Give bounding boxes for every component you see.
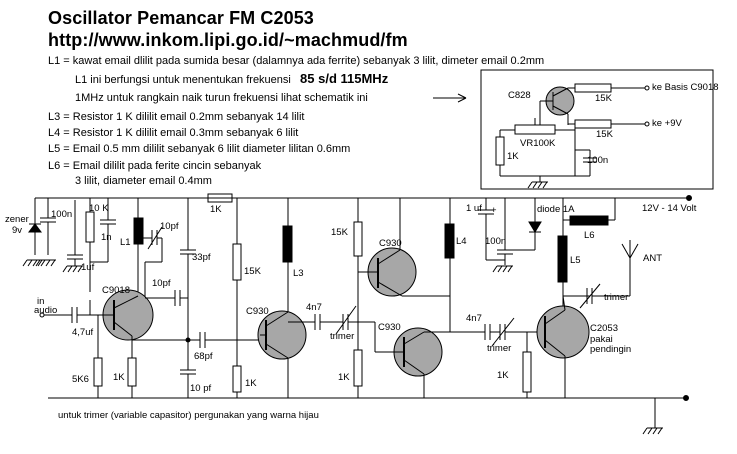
label-trimer-c: trimer [487, 343, 512, 354]
label-1k-top: 1K [210, 204, 222, 215]
schematic-title: Oscillator Pemancar FM C2053 [48, 8, 314, 28]
inset-label-100n: 100n [587, 155, 609, 166]
label-c930-c: C930 [378, 322, 401, 333]
inset-label-c828: C828 [508, 90, 531, 101]
inset-label-15k-a: 15K [595, 93, 612, 104]
label-68pf: 68pf [194, 351, 213, 362]
label-ant: ANT [643, 253, 662, 264]
transistor-c2053[interactable] [536, 305, 590, 359]
label-l1: L1 [120, 237, 131, 248]
label-pendingin: pendingin [590, 344, 632, 355]
label-10pf-a: 10pf [160, 221, 179, 232]
label-audio: audio [34, 305, 58, 316]
ground-terminal [683, 395, 689, 401]
inset-terminal-basis [644, 85, 650, 91]
note-l6: L6 = Email dililit pada ferite cincin se… [48, 160, 262, 172]
resistor-1k-top [207, 193, 233, 203]
zener-diode [22, 197, 48, 267]
label-plus: + [491, 205, 497, 216]
note-l5: L5 = Email 0.5 mm dililit sebanyak 6 lil… [48, 143, 351, 155]
inset-label-15k-b: 15K [596, 129, 613, 140]
label-33pf: 33pf [192, 252, 211, 263]
label-l3: L3 [293, 268, 304, 279]
inset-label-9v: ke +9V [652, 118, 682, 129]
inset-label-basis: ke Basis C9018 [652, 82, 719, 93]
label-c930-a: C930 [246, 306, 269, 317]
label-4n7-a: 4n7 [306, 302, 322, 313]
label-trimer-a: trimer [330, 331, 355, 342]
label-15k-m: 15K [244, 266, 261, 277]
label-1k-a: 1K [113, 372, 125, 383]
note-l6-detail: 3 lilit, diameter email 0.4mm [75, 175, 212, 187]
label-zener: zener [5, 214, 29, 225]
inset-schematic [480, 69, 714, 190]
note-l1-purpose-text: L1 ini berfungsi untuk menentukan frekue… [75, 74, 291, 86]
label-supply: 12V - 14 Volt [642, 203, 697, 214]
label-l4: L4 [456, 236, 467, 247]
label-pakai: pakai [590, 334, 613, 345]
label-100n-a: 100n [51, 209, 73, 220]
inset-terminal-9v [644, 121, 650, 127]
frequency-range: 85 s/d 115MHz [300, 71, 389, 86]
note-l1: L1 = kawat email dlilit pada sumida besa… [48, 55, 545, 67]
label-10k: 10 K [89, 203, 109, 214]
label-l5: L5 [570, 255, 581, 266]
label-c2053: C2053 [590, 323, 618, 334]
inset-label-1k: 1K [507, 151, 519, 162]
label-1k-b: 1K [245, 378, 257, 389]
label-diode: diode 1A [537, 204, 575, 215]
inset-label-vr: VR100K [520, 138, 556, 149]
note-l4: L4 = Resistor 1 K dililit email 0.3mm se… [48, 127, 299, 139]
label-1uf-b: 1 uf [466, 203, 482, 214]
note-mhz: 1MHz untuk rangkain naik turun frekuensi… [75, 92, 368, 104]
note-l1-purpose: L1 ini berfungsi untuk menentukan frekue… [75, 71, 388, 86]
footer-note: untuk trimer (variable capasitor) pergun… [58, 410, 319, 421]
label-10pf-b: 10pf [152, 278, 171, 289]
label-1n: 1n [101, 232, 112, 243]
label-4-7uf: 4,7uf [72, 327, 94, 338]
label-1uf-a: 1uf [81, 262, 95, 273]
label-in: in [37, 296, 45, 307]
capacitor-1uf-a [62, 200, 84, 273]
label-5k6: 5K6 [72, 374, 89, 385]
inset-frame [480, 69, 714, 190]
capacitor-100n-a [35, 198, 57, 267]
label-1k-c: 1K [338, 372, 350, 383]
label-9v: 9v [12, 225, 23, 236]
label-100n-b: 100n [485, 236, 507, 247]
label-c9018: C9018 [102, 285, 130, 296]
label-trimer-b: trimer [604, 292, 629, 303]
diode-1a [505, 198, 542, 251]
label-1k-d: 1K [497, 370, 509, 381]
note-arrow [433, 93, 467, 103]
supply-terminal [686, 195, 692, 201]
label-c930-b: C930 [379, 238, 402, 249]
label-10pf-c: 10 pf [190, 383, 212, 394]
label-l6: L6 [584, 230, 595, 241]
antenna [621, 240, 639, 259]
source-url[interactable]: http://www.inkom.lipi.go.id/~machmud/fm [48, 30, 408, 50]
capacitor-10pf-a [138, 226, 163, 298]
label-15k-r: 15K [331, 227, 348, 238]
label-4n7-b: 4n7 [466, 313, 482, 324]
note-l3: L3 = Resistor 1 K dililit email 0.2mm se… [48, 111, 305, 123]
